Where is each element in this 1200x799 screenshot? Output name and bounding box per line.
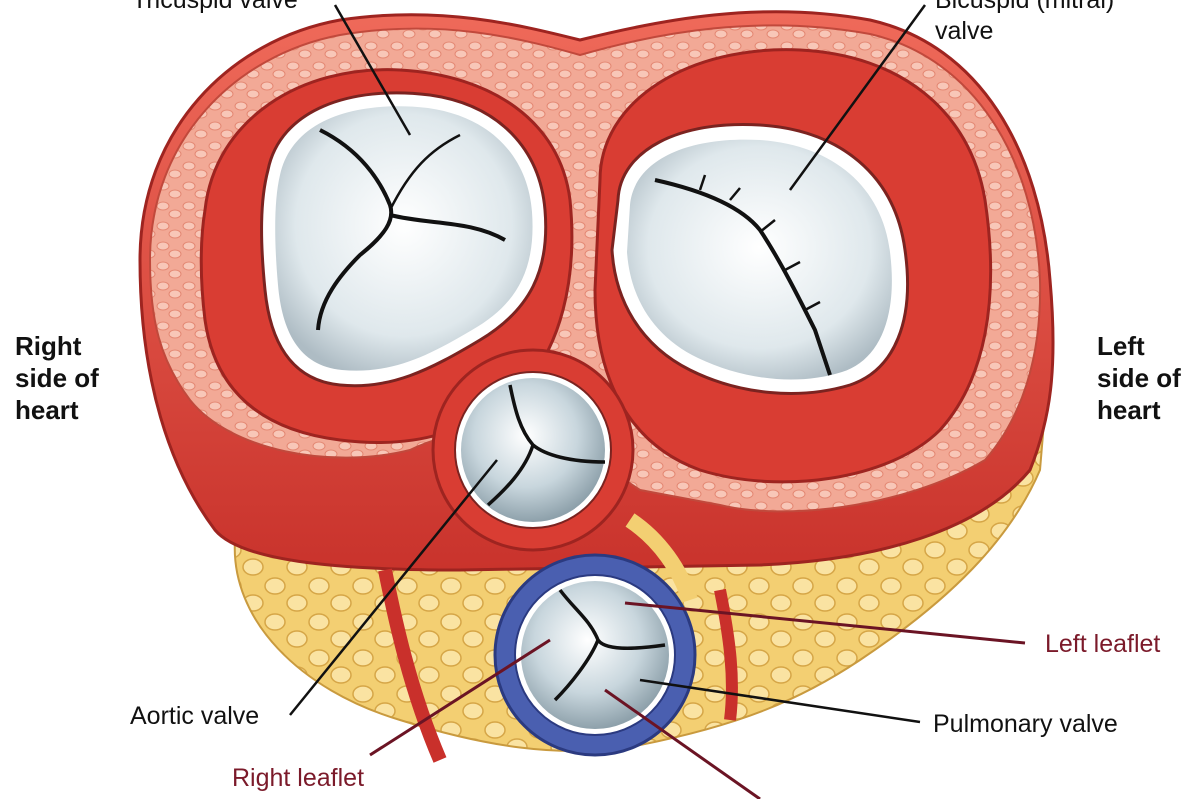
right-side-line1: Right [15, 331, 82, 361]
left-side-line1: Left [1097, 331, 1145, 361]
tricuspid-leader [333, 4, 412, 136]
mitral-leader [788, 4, 927, 191]
tricuspid-valve-label: Tricuspid valve [132, 0, 298, 14]
right-leaflet-label: Right leaflet [232, 764, 365, 792]
coronary-branch [625, 513, 698, 603]
bicuspid-label-line2: valve [935, 17, 994, 45]
aortic-valve-label: Aortic valve [130, 702, 260, 730]
bicuspid-valve-label: Bicuspid (mitral) valve [935, 0, 1114, 47]
bicuspid-label-line1: Bicuspid (mitral) [935, 0, 1115, 14]
pulmonary-valve [493, 553, 697, 757]
aortic-leader [289, 459, 498, 716]
pulmonary-valve-label: Pulmonary valve [933, 710, 1118, 738]
aortic-valve [431, 348, 635, 552]
posterior-leaflet-leader [604, 688, 761, 799]
left-side-line3: heart [1097, 395, 1161, 425]
right-side-of-heart-label: Right side of heart [15, 330, 99, 426]
right-coronary-vessel [378, 568, 447, 763]
left-side-of-heart-label: Left side of heart [1097, 330, 1181, 426]
left-leaflet-label: Left leaflet [1045, 630, 1161, 658]
right-side-line3: heart [15, 395, 79, 425]
tricuspid-valve [260, 91, 548, 388]
pulmonary-leader [639, 678, 921, 724]
right-side-line2: side of [15, 363, 99, 393]
left-coronary-vessel [714, 588, 738, 721]
left-side-line2: side of [1097, 363, 1181, 393]
right-leaflet-leader [369, 638, 551, 757]
mitral-valve [610, 122, 909, 395]
left-leaflet-leader [624, 601, 1026, 645]
